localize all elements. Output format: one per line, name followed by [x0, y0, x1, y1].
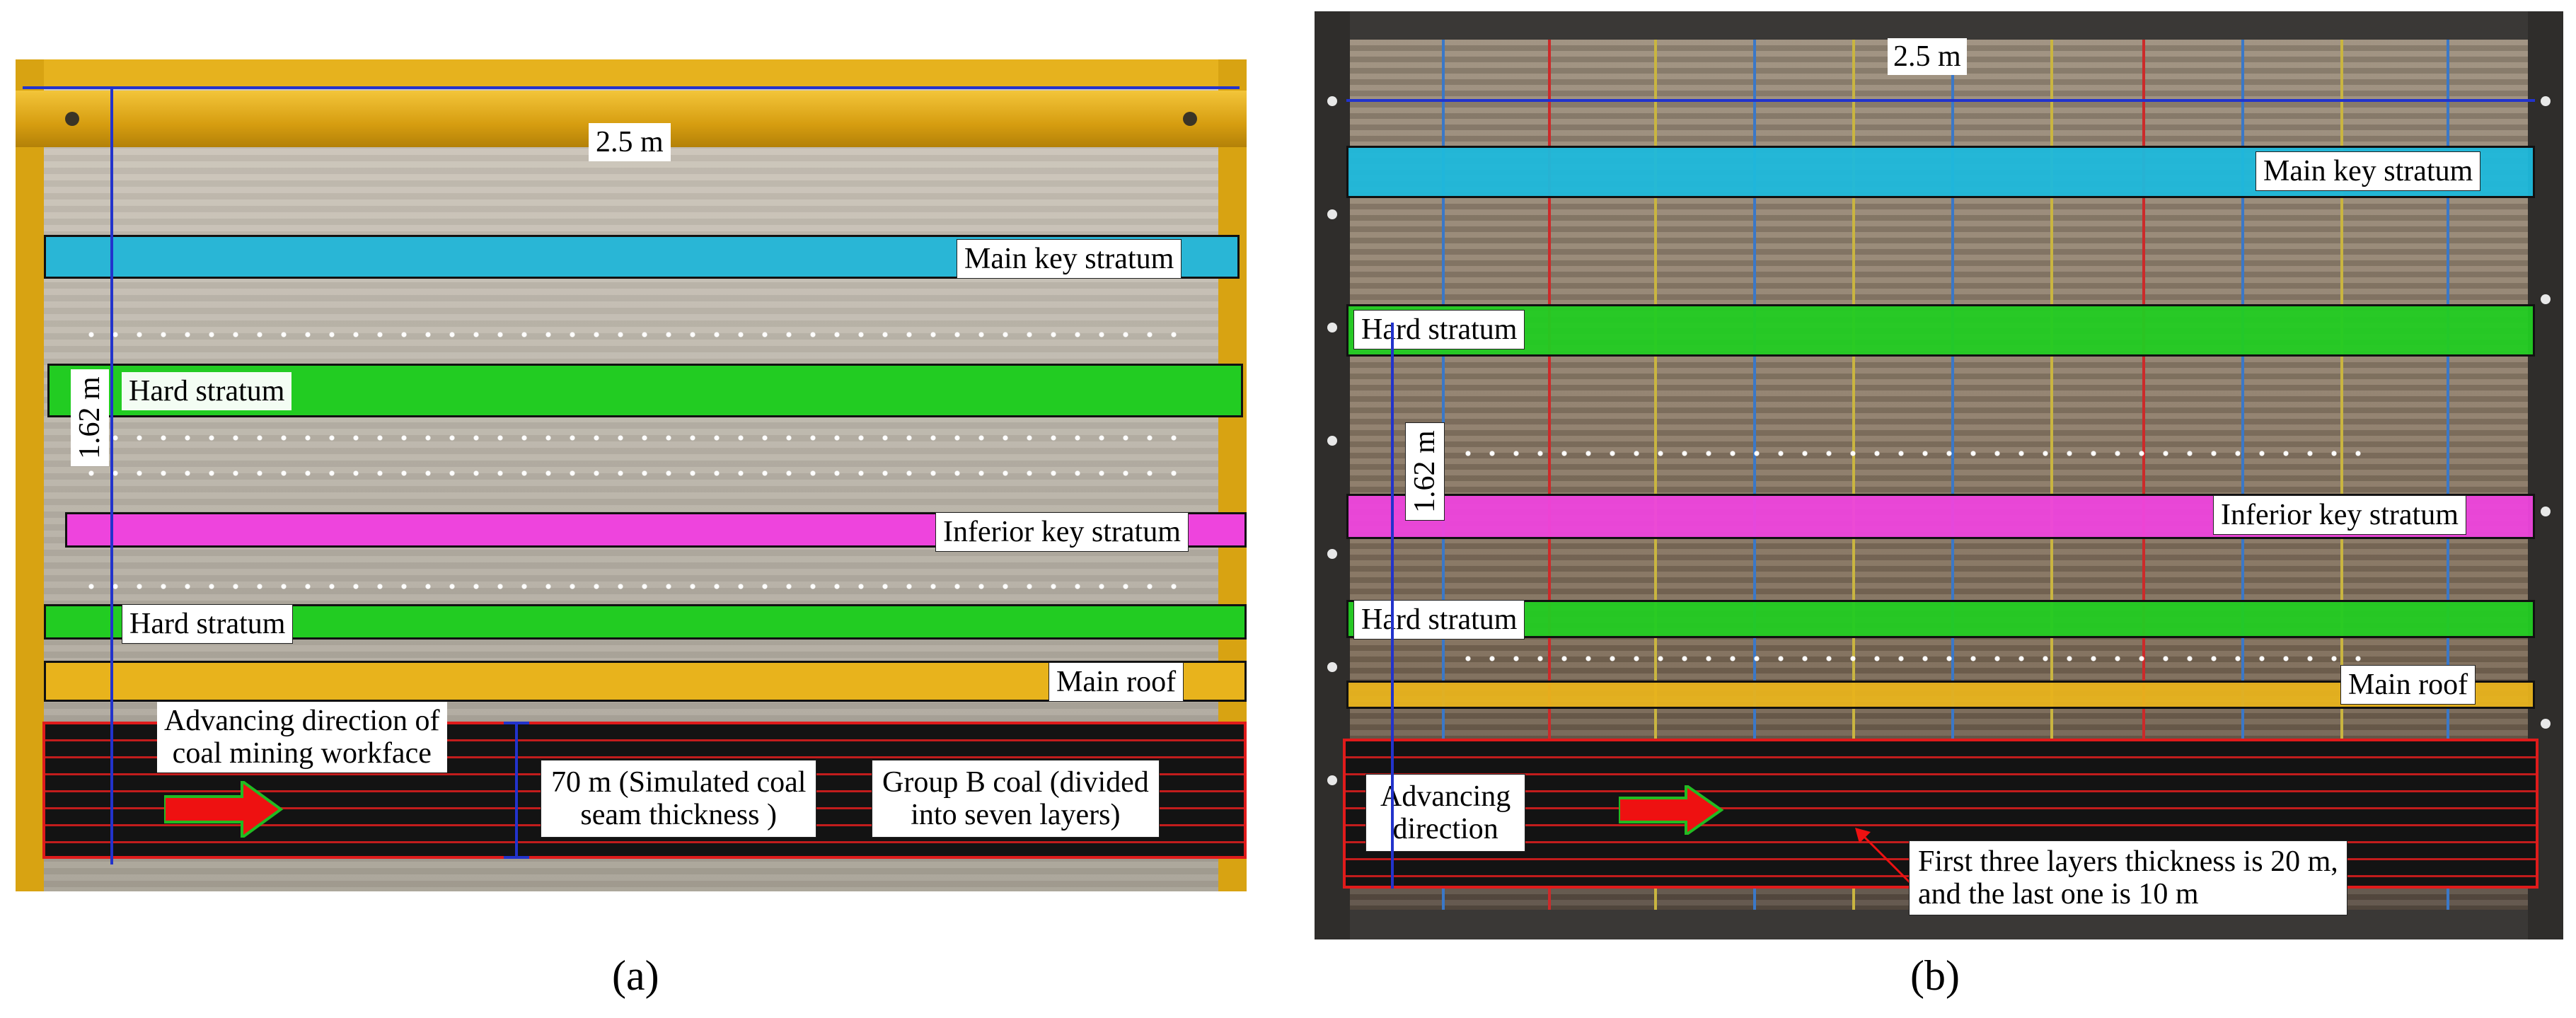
frame-left-column — [16, 59, 44, 891]
coal-thickness-dimension-line — [515, 722, 518, 859]
height-dimension-label: 1.62 m — [1405, 422, 1445, 521]
group-b-coal-line1: Group B coal (divided — [882, 766, 1149, 799]
rail-hole — [1327, 323, 1337, 332]
advance-arrow-icon — [164, 781, 284, 838]
width-dimension-label: 2.5 m — [589, 123, 671, 162]
height-dimension-line — [110, 86, 113, 864]
coal-thickness-line1: 70 m (Simulated coal — [551, 766, 807, 799]
panel-b-caption: (b) — [1910, 952, 1960, 999]
rail-hole — [1327, 549, 1337, 559]
monitoring-points-row — [79, 434, 1183, 441]
height-dimension-line — [1391, 323, 1394, 889]
rail-hole — [1327, 662, 1337, 672]
rail-hole — [1327, 96, 1337, 106]
sensor-wire — [1852, 40, 1855, 910]
rail-hole — [1327, 436, 1337, 446]
height-dimension-label: 1.62 m — [71, 369, 110, 466]
monitoring-points-row — [79, 331, 1183, 338]
sensor-wire — [1753, 40, 1756, 910]
coal-thickness-label: 70 m (Simulated coal seam thickness ) — [541, 760, 817, 838]
coal-thickness-dimension-cap — [504, 722, 529, 724]
panel-b-model-photo: Main key stratum Hard stratum Inferior k… — [1315, 11, 2563, 939]
sensor-wire — [2241, 40, 2244, 910]
main-roof-label: Main roof — [1049, 662, 1184, 702]
coal-thickness-line2: seam thickness ) — [580, 799, 778, 832]
hard-stratum-upper-label: Hard stratum — [1353, 310, 1525, 350]
sensor-wire — [1951, 40, 1954, 910]
loading-frame-top — [16, 59, 1247, 89]
sensor-wire — [2447, 40, 2449, 910]
group-b-coal-label: Group B coal (divided into seven layers) — [872, 760, 1160, 838]
beam-bolt — [65, 112, 79, 126]
main-key-stratum-label: Main key stratum — [957, 239, 1182, 279]
advance-direction-line1: Advancing — [1380, 780, 1511, 813]
sensor-wire — [1548, 40, 1551, 910]
sensor-wire — [2050, 40, 2053, 910]
beam-bolt — [1183, 112, 1197, 126]
monitoring-points-row — [1456, 655, 2362, 662]
sensor-wire — [2142, 40, 2145, 910]
inferior-key-stratum-label: Inferior key stratum — [935, 512, 1189, 553]
hard-stratum-lower-label: Hard stratum — [122, 604, 294, 644]
width-dimension-line — [1346, 99, 2535, 102]
hard-stratum-upper-label: Hard stratum — [122, 372, 292, 411]
advance-arrow-icon — [1619, 785, 1724, 835]
layer-thickness-note-line2: and the last one is 10 m — [1918, 878, 2199, 911]
panel-a-model-photo: Main key stratum Hard stratum Inferior k… — [16, 59, 1247, 891]
rail-hole — [2541, 294, 2551, 304]
hard-stratum-lower-band — [1346, 600, 2535, 638]
advance-direction-label: Advancing direction of coal mining workf… — [157, 702, 447, 773]
rail-hole — [1327, 775, 1337, 785]
panel-a-caption: (a) — [612, 952, 659, 999]
main-key-stratum-label: Main key stratum — [2256, 151, 2481, 192]
advance-direction-line2: coal mining workface — [172, 737, 432, 770]
width-dimension-line — [23, 86, 1240, 89]
width-dimension-label: 2.5 m — [1888, 38, 1967, 76]
main-roof-band — [1346, 681, 2535, 709]
hard-stratum-lower-label: Hard stratum — [1353, 600, 1525, 640]
monitoring-points-row — [79, 470, 1183, 477]
layer-thickness-note: First three layers thickness is 20 m, an… — [1909, 840, 2347, 916]
monitoring-points-row — [1456, 450, 2362, 457]
advance-direction-line2: direction — [1392, 813, 1498, 846]
monitoring-points-row — [79, 583, 1183, 590]
rail-hole — [2541, 719, 2551, 729]
rail-hole — [2541, 96, 2551, 106]
note-pointer-arrow-icon — [1855, 828, 1914, 886]
inferior-key-stratum-label: Inferior key stratum — [2213, 495, 2466, 536]
rail-hole — [1327, 209, 1337, 219]
hard-stratum-upper-band — [1346, 304, 2535, 357]
group-b-coal-line2: into seven layers) — [911, 799, 1121, 832]
layer-thickness-note-line1: First three layers thickness is 20 m, — [1918, 845, 2338, 878]
coal-thickness-dimension-cap — [504, 856, 529, 859]
advance-direction-line1: Advancing direction of — [164, 705, 440, 737]
advance-direction-label: Advancing direction — [1365, 774, 1526, 852]
rail-hole — [2541, 507, 2551, 516]
main-roof-band — [44, 661, 1247, 702]
main-roof-label: Main roof — [2340, 665, 2476, 705]
sensor-wire — [1654, 40, 1657, 910]
sensor-wire — [2340, 40, 2343, 910]
